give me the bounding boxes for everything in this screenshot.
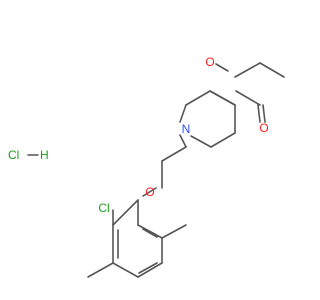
- piperidine-nitrogen-label: N: [182, 122, 191, 136]
- bond: [161, 146, 187, 162]
- ester-oxygen-label: O: [259, 121, 268, 135]
- bond: [190, 135, 212, 148]
- bond: [161, 224, 187, 239]
- chemical-structure: O O N O Cl Cl H: [8, 55, 285, 278]
- bond: [179, 134, 187, 148]
- bond: [137, 262, 163, 278]
- salt-hydrogen-label: H: [40, 148, 49, 162]
- bond: [142, 228, 158, 238]
- bond: [215, 63, 229, 72]
- bond: [179, 104, 187, 123]
- bond: [142, 187, 157, 197]
- ether-oxygen-label: O: [145, 185, 154, 199]
- bond: [234, 62, 261, 78]
- bond: [262, 104, 266, 123]
- bond: [112, 262, 139, 278]
- aryl-chlorine-label: Cl: [98, 201, 109, 215]
- bond: [209, 90, 236, 106]
- bond: [112, 199, 139, 226]
- salt-chlorine-label: Cl: [8, 148, 19, 162]
- bond: [138, 262, 158, 274]
- bond: [185, 90, 211, 106]
- ester-carbonyl-oxygen-label: O: [205, 55, 214, 69]
- bond: [87, 262, 114, 278]
- bond: [137, 224, 163, 239]
- bond: [235, 90, 261, 106]
- bond: [210, 132, 236, 148]
- bond: [257, 104, 261, 123]
- bond: [259, 62, 285, 78]
